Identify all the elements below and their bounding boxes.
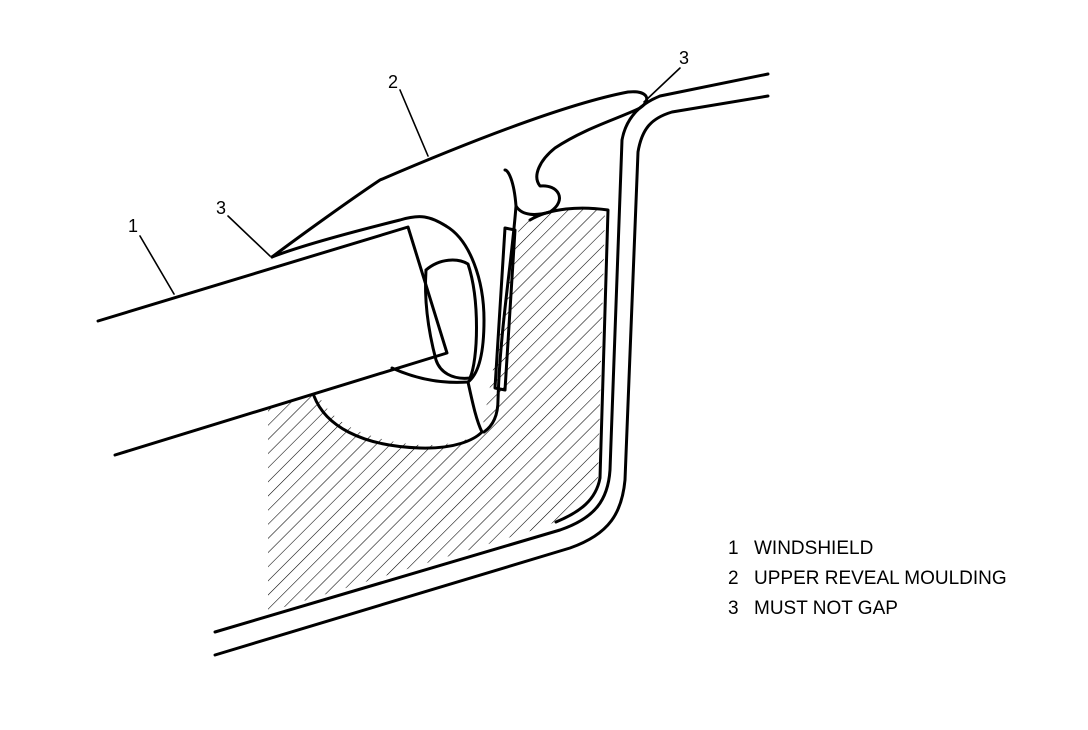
legend-label: WINDSHIELD	[754, 538, 874, 559]
leader-moulding	[399, 89, 429, 157]
legend: 1 WINDSHIELD 2 UPPER REVEAL MOULDING 3 M…	[728, 534, 1007, 624]
callout-gap-left: 3	[216, 198, 226, 218]
legend-label: UPPER REVEAL MOULDING	[754, 568, 1007, 589]
retainer-clip	[493, 226, 517, 392]
callout-windshield: 1	[128, 216, 138, 236]
legend-item-windshield: 1 WINDSHIELD	[728, 534, 1007, 564]
legend-number: 2	[728, 568, 739, 589]
leader-gap-left	[227, 215, 271, 257]
body-flange-inner	[213, 94, 770, 657]
callout-moulding: 2	[388, 72, 398, 92]
legend-number: 3	[728, 598, 739, 619]
legend-item-gap: 3 MUST NOT GAP	[728, 594, 1007, 624]
moulding-pad	[424, 258, 478, 380]
windshield-glass	[96, 225, 449, 457]
moulding-body	[390, 224, 486, 384]
adhesive-bead	[268, 208, 605, 613]
moulding-upper-lip	[270, 90, 649, 259]
moulding-stem	[466, 204, 518, 434]
leader-windshield	[139, 235, 175, 295]
legend-item-moulding: 2 UPPER REVEAL MOULDING	[728, 564, 1007, 594]
moulding-lower-lip	[270, 215, 448, 259]
legend-number: 1	[728, 538, 739, 559]
leader-gap-right	[643, 67, 681, 103]
legend-label: MUST NOT GAP	[754, 598, 898, 619]
callout-gap-right: 3	[679, 48, 689, 68]
moulding-lower-sweep	[312, 394, 484, 450]
